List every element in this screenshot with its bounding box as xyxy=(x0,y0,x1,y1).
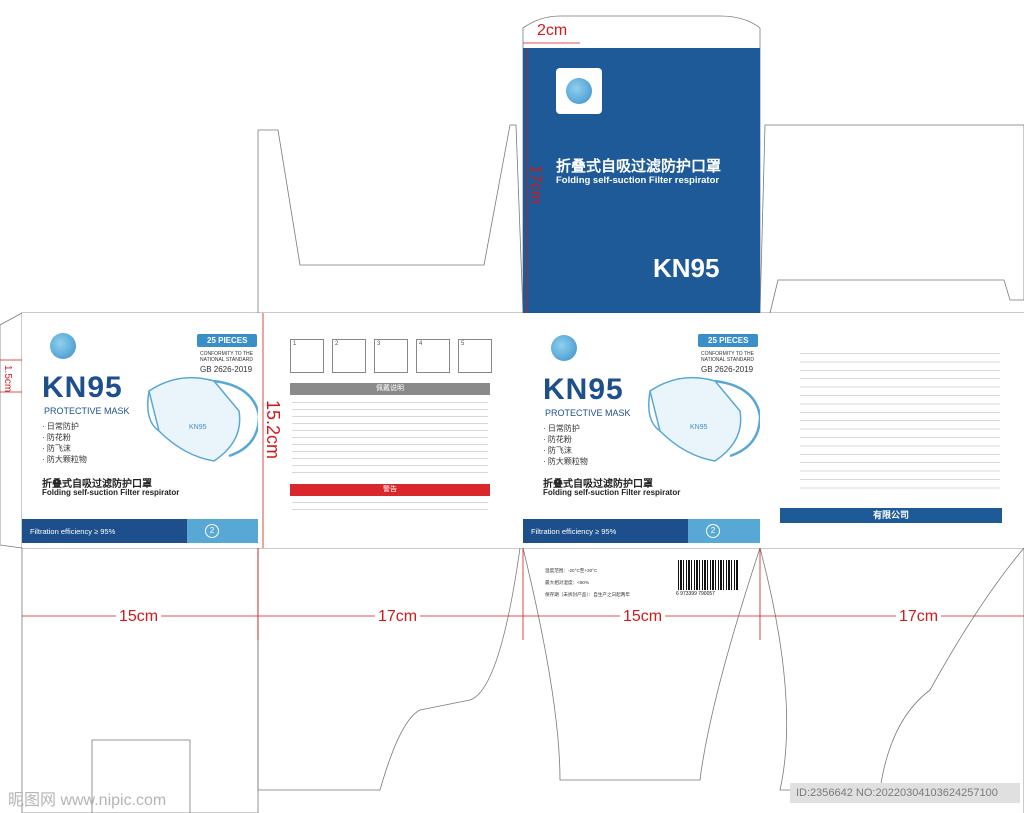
product-subtitle: PROTECTIVE MASK xyxy=(44,406,130,416)
logo xyxy=(541,325,587,371)
measure-flap: 1.5cm xyxy=(2,365,13,393)
temp-range: 温度范围：-20°C至+30°C xyxy=(545,568,598,573)
conformity-2: NATIONAL STANDARD xyxy=(200,357,253,363)
watermark-right-bg xyxy=(790,783,1020,803)
product-title: KN95 xyxy=(543,373,624,406)
feature-item: · 日常防护 xyxy=(543,424,580,433)
logo-mark xyxy=(551,335,577,361)
conformity-2: NATIONAL STANDARD xyxy=(701,357,754,363)
feature-item: · 防飞沫 xyxy=(543,446,572,455)
logo-mark xyxy=(50,333,76,359)
pieces-badge: 25 PIECES xyxy=(197,334,258,347)
top-title-en: Folding self-suction Filter respirator xyxy=(556,175,720,186)
top-title-zh: 折叠式自吸过滤防护口罩 xyxy=(556,158,722,175)
warning-header: 警告 xyxy=(290,484,490,496)
step-1-icon: 1 xyxy=(290,339,324,373)
feature-item: · 防飞沫 xyxy=(42,444,71,453)
feature-item: · 日常防护 xyxy=(42,422,79,431)
measure-width-a: 15cm xyxy=(116,608,162,626)
mask-text: KN95 xyxy=(189,424,207,431)
warning-body xyxy=(292,499,488,513)
humidity: 最大相对湿度：<80% xyxy=(545,580,590,585)
feature-item: · 防大颗粒物 xyxy=(42,455,87,464)
conformity-1: CONFORMITY TO THE xyxy=(701,351,754,357)
storage-info: 温度范围：-20°C至+30°C 最大相对湿度：<80% 保存期（未拆封产品）：… xyxy=(545,565,665,601)
step-num: 4 xyxy=(419,341,423,347)
feature-list: · 日常防护 · 防花粉 · 防飞沫 · 防大颗粒物 xyxy=(42,421,87,465)
standard: GB 2626-2019 xyxy=(200,365,253,374)
info-panel: 有限公司 xyxy=(760,313,1024,548)
product-title: KN95 xyxy=(42,371,123,404)
conformity-1: CONFORMITY TO THE xyxy=(200,351,253,357)
filtration-text: Filtration efficiency ≥ 95% xyxy=(531,527,617,536)
standard: GB 2626-2019 xyxy=(701,365,754,374)
instruction-panel: 1 2 3 4 5 佩戴说明 警告 xyxy=(258,313,523,548)
measure-width-c: 15cm xyxy=(620,608,666,626)
logo-mark xyxy=(566,78,592,104)
measure-width-b: 17cm xyxy=(375,608,421,626)
title-zh: 折叠式自吸过滤防护口罩 xyxy=(543,479,653,490)
measure-width-d: 17cm xyxy=(896,608,942,626)
single-use-icon: 2 xyxy=(205,524,219,538)
step-2-icon: 2 xyxy=(332,339,366,373)
mask-text: KN95 xyxy=(690,424,708,431)
filtration-band-accent xyxy=(187,519,258,543)
single-use-icon: 2 xyxy=(706,524,720,538)
title-en: Folding self-suction Filter respirator xyxy=(42,488,180,497)
instruction-body xyxy=(292,399,488,479)
feature-list: · 日常防护 · 防花粉 · 防飞沫 · 防大颗粒物 xyxy=(543,423,588,467)
step-3-icon: 3 xyxy=(374,339,408,373)
filtration-text: Filtration efficiency ≥ 95% xyxy=(30,527,116,536)
step-num: 2 xyxy=(335,341,339,347)
step-num: 3 xyxy=(377,341,381,347)
product-subtitle: PROTECTIVE MASK xyxy=(545,408,631,418)
feature-item: · 防花粉 xyxy=(543,435,572,444)
measure-top-height: 17cm xyxy=(527,165,544,205)
filtration-band-accent xyxy=(688,519,760,543)
step-num: 1 xyxy=(293,341,297,347)
company-bar: 有限公司 xyxy=(780,508,1002,523)
instruction-header: 佩戴说明 xyxy=(290,383,490,395)
top-product: KN95 xyxy=(653,253,720,283)
title-en: Folding self-suction Filter respirator xyxy=(543,488,681,497)
title-zh: 折叠式自吸过滤防护口罩 xyxy=(42,479,152,490)
info-text-block xyxy=(800,349,1000,489)
watermark-left: 昵图网 www.nipic.com xyxy=(8,792,167,809)
filtration-band xyxy=(22,519,187,543)
top-panel: 折叠式自吸过滤防护口罩 Folding self-suction Filter … xyxy=(523,48,760,313)
barcode xyxy=(678,560,738,590)
instruction-steps: 1 2 3 4 5 xyxy=(290,339,494,373)
measure-top-width: 2cm xyxy=(537,22,568,39)
step-num: 5 xyxy=(461,341,465,347)
barcode-number: 6 973399 790057 xyxy=(676,591,715,597)
watermark-right: ID:2356642 NO:20220304103624257100 xyxy=(796,787,998,799)
step-5-icon: 5 xyxy=(458,339,492,373)
measure-panel-height: 15.2cm xyxy=(263,400,283,460)
storage-period: 保存期（未拆封产品）：自生产之日起两年 xyxy=(545,592,630,597)
mask-illustration: KN95 xyxy=(147,376,258,462)
logo xyxy=(40,323,86,369)
feature-item: · 防大颗粒物 xyxy=(543,457,588,466)
step-4-icon: 4 xyxy=(416,339,450,373)
logo xyxy=(556,68,602,114)
feature-item: · 防花粉 xyxy=(42,433,71,442)
filtration-band xyxy=(523,519,688,543)
mask-illustration: KN95 xyxy=(648,376,760,462)
pieces-badge: 25 PIECES xyxy=(698,334,759,347)
